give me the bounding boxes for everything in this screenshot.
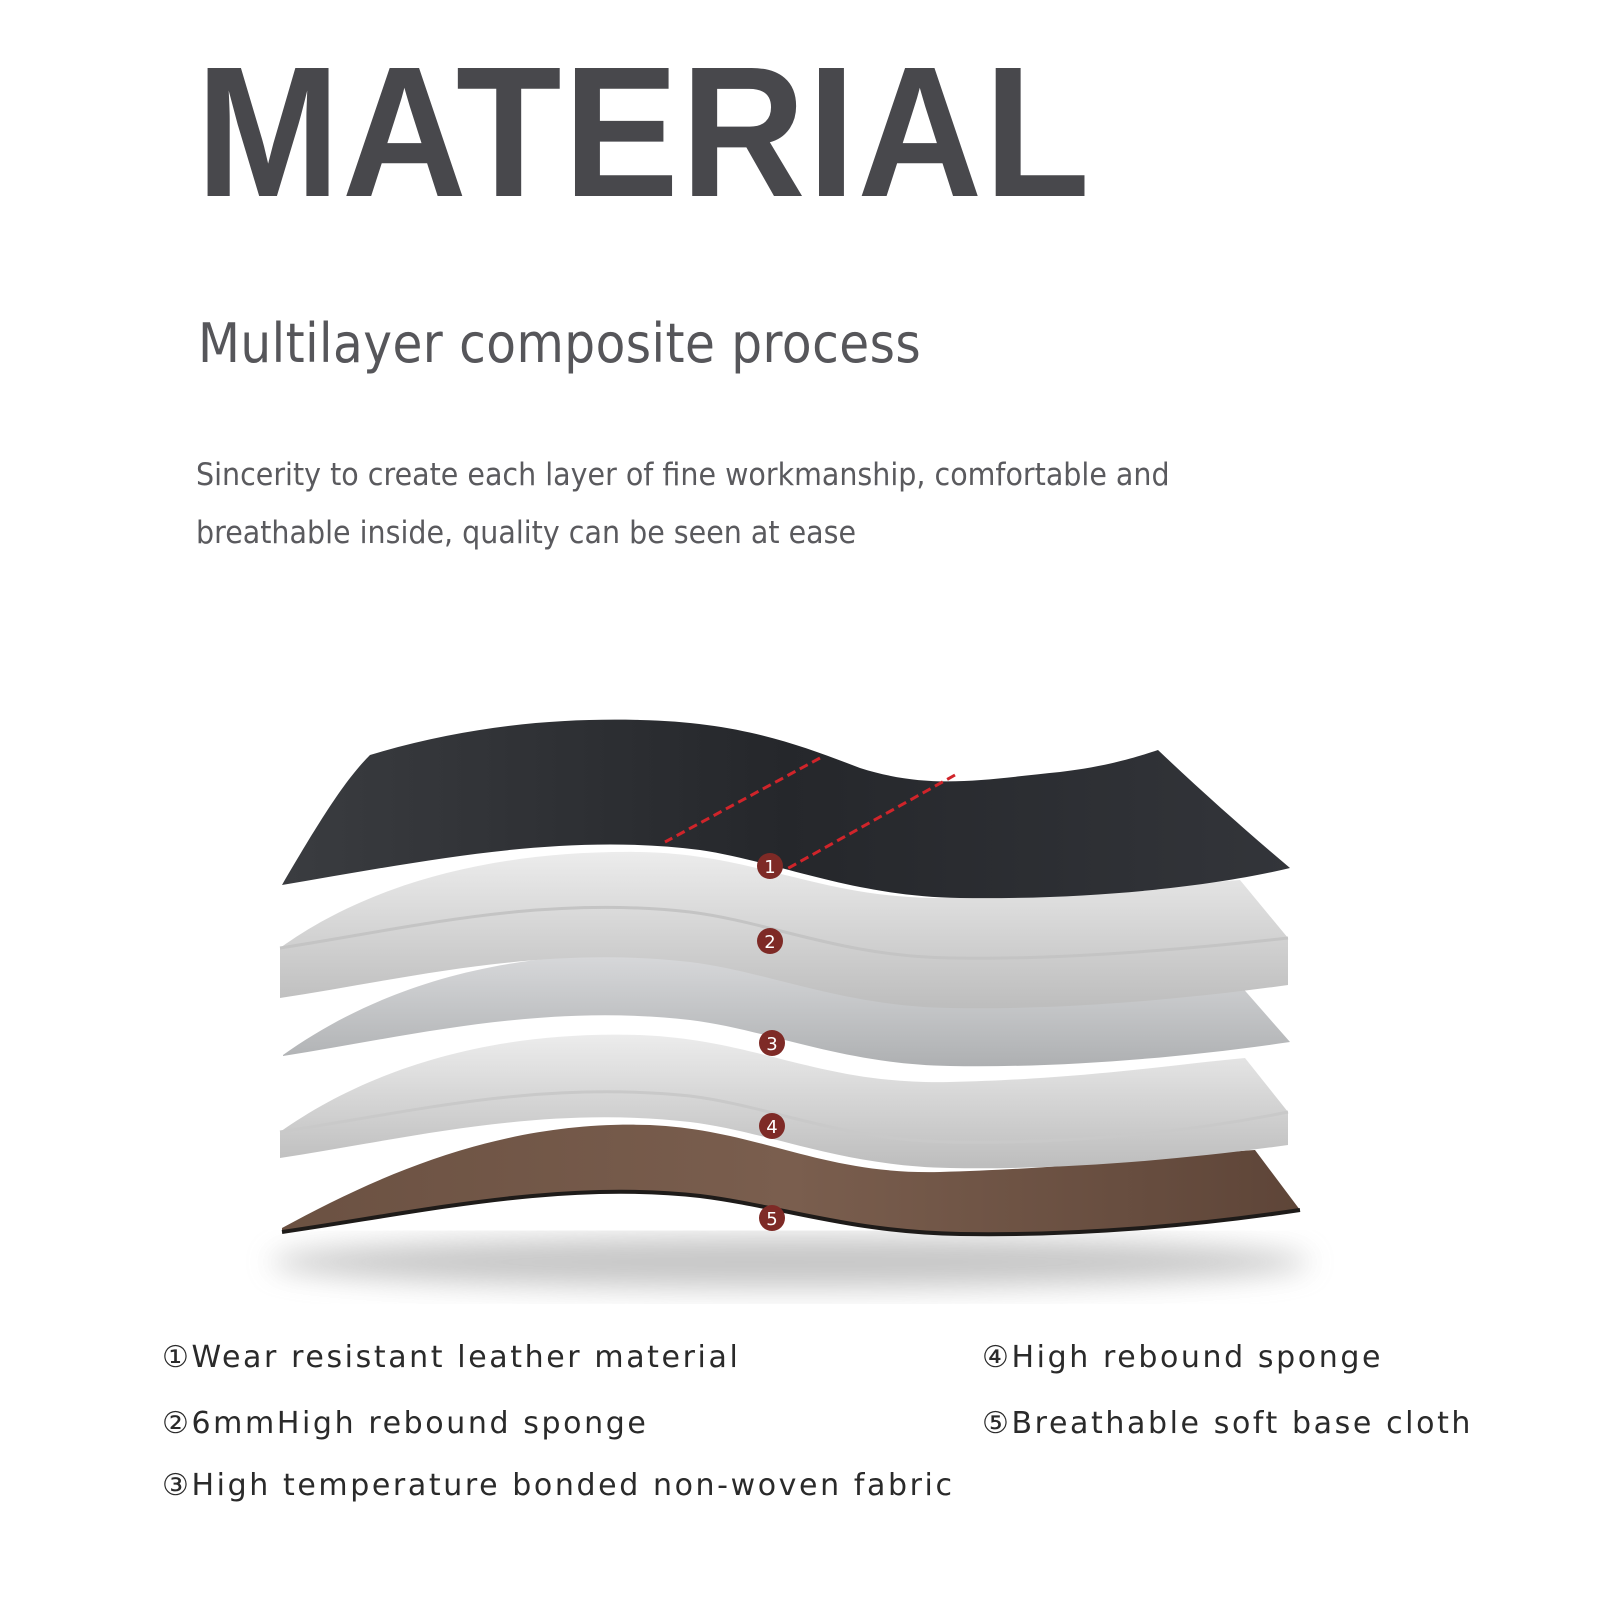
- layer-marker-2-label: 2: [764, 932, 775, 953]
- page-title: MATERIAL: [196, 29, 1092, 236]
- legend-item-1: ①Wear resistant leather material: [162, 1340, 741, 1375]
- layer-marker-3-label: 3: [766, 1034, 777, 1055]
- layer-marker-1-label: 1: [764, 857, 775, 878]
- page-subtitle: Multilayer composite process: [198, 312, 922, 375]
- layer-base-cloth: [282, 1124, 1300, 1235]
- leather-stitch-line-2: [784, 773, 956, 872]
- layer-leather: [282, 719, 1290, 899]
- legend-item-2: ②6mmHigh rebound sponge: [162, 1406, 649, 1441]
- layer-marker-4: 4: [759, 1113, 785, 1139]
- description-line-1: Sincerity to create each layer of fine w…: [196, 457, 1170, 493]
- layer-nonwoven-fabric: [283, 955, 1290, 1067]
- layer-marker-5: 5: [759, 1205, 785, 1231]
- legend-item-4: ④High rebound sponge: [982, 1340, 1384, 1375]
- layer-sponge-top: [280, 851, 1288, 1009]
- layer-marker-1: 1: [757, 853, 783, 879]
- legend-item-5: ⑤Breathable soft base cloth: [982, 1406, 1474, 1441]
- material-layers-illustration: 1 2 3 4 5: [270, 719, 1310, 1288]
- layer-marker-2: 2: [757, 928, 783, 954]
- legend-item-3: ③High temperature bonded non-woven fabri…: [162, 1468, 955, 1503]
- layer-marker-5-label: 5: [766, 1209, 777, 1230]
- layer-marker-4-label: 4: [766, 1117, 777, 1138]
- stack-shadow: [270, 1236, 1310, 1288]
- leather-stitch-line-1: [664, 756, 821, 844]
- description: Sincerity to create each layer of fine w…: [196, 446, 1300, 562]
- description-line-2: breathable inside, quality can be seen a…: [196, 515, 857, 551]
- layer-sponge-bottom: [280, 1034, 1288, 1169]
- layer-marker-3: 3: [759, 1030, 785, 1056]
